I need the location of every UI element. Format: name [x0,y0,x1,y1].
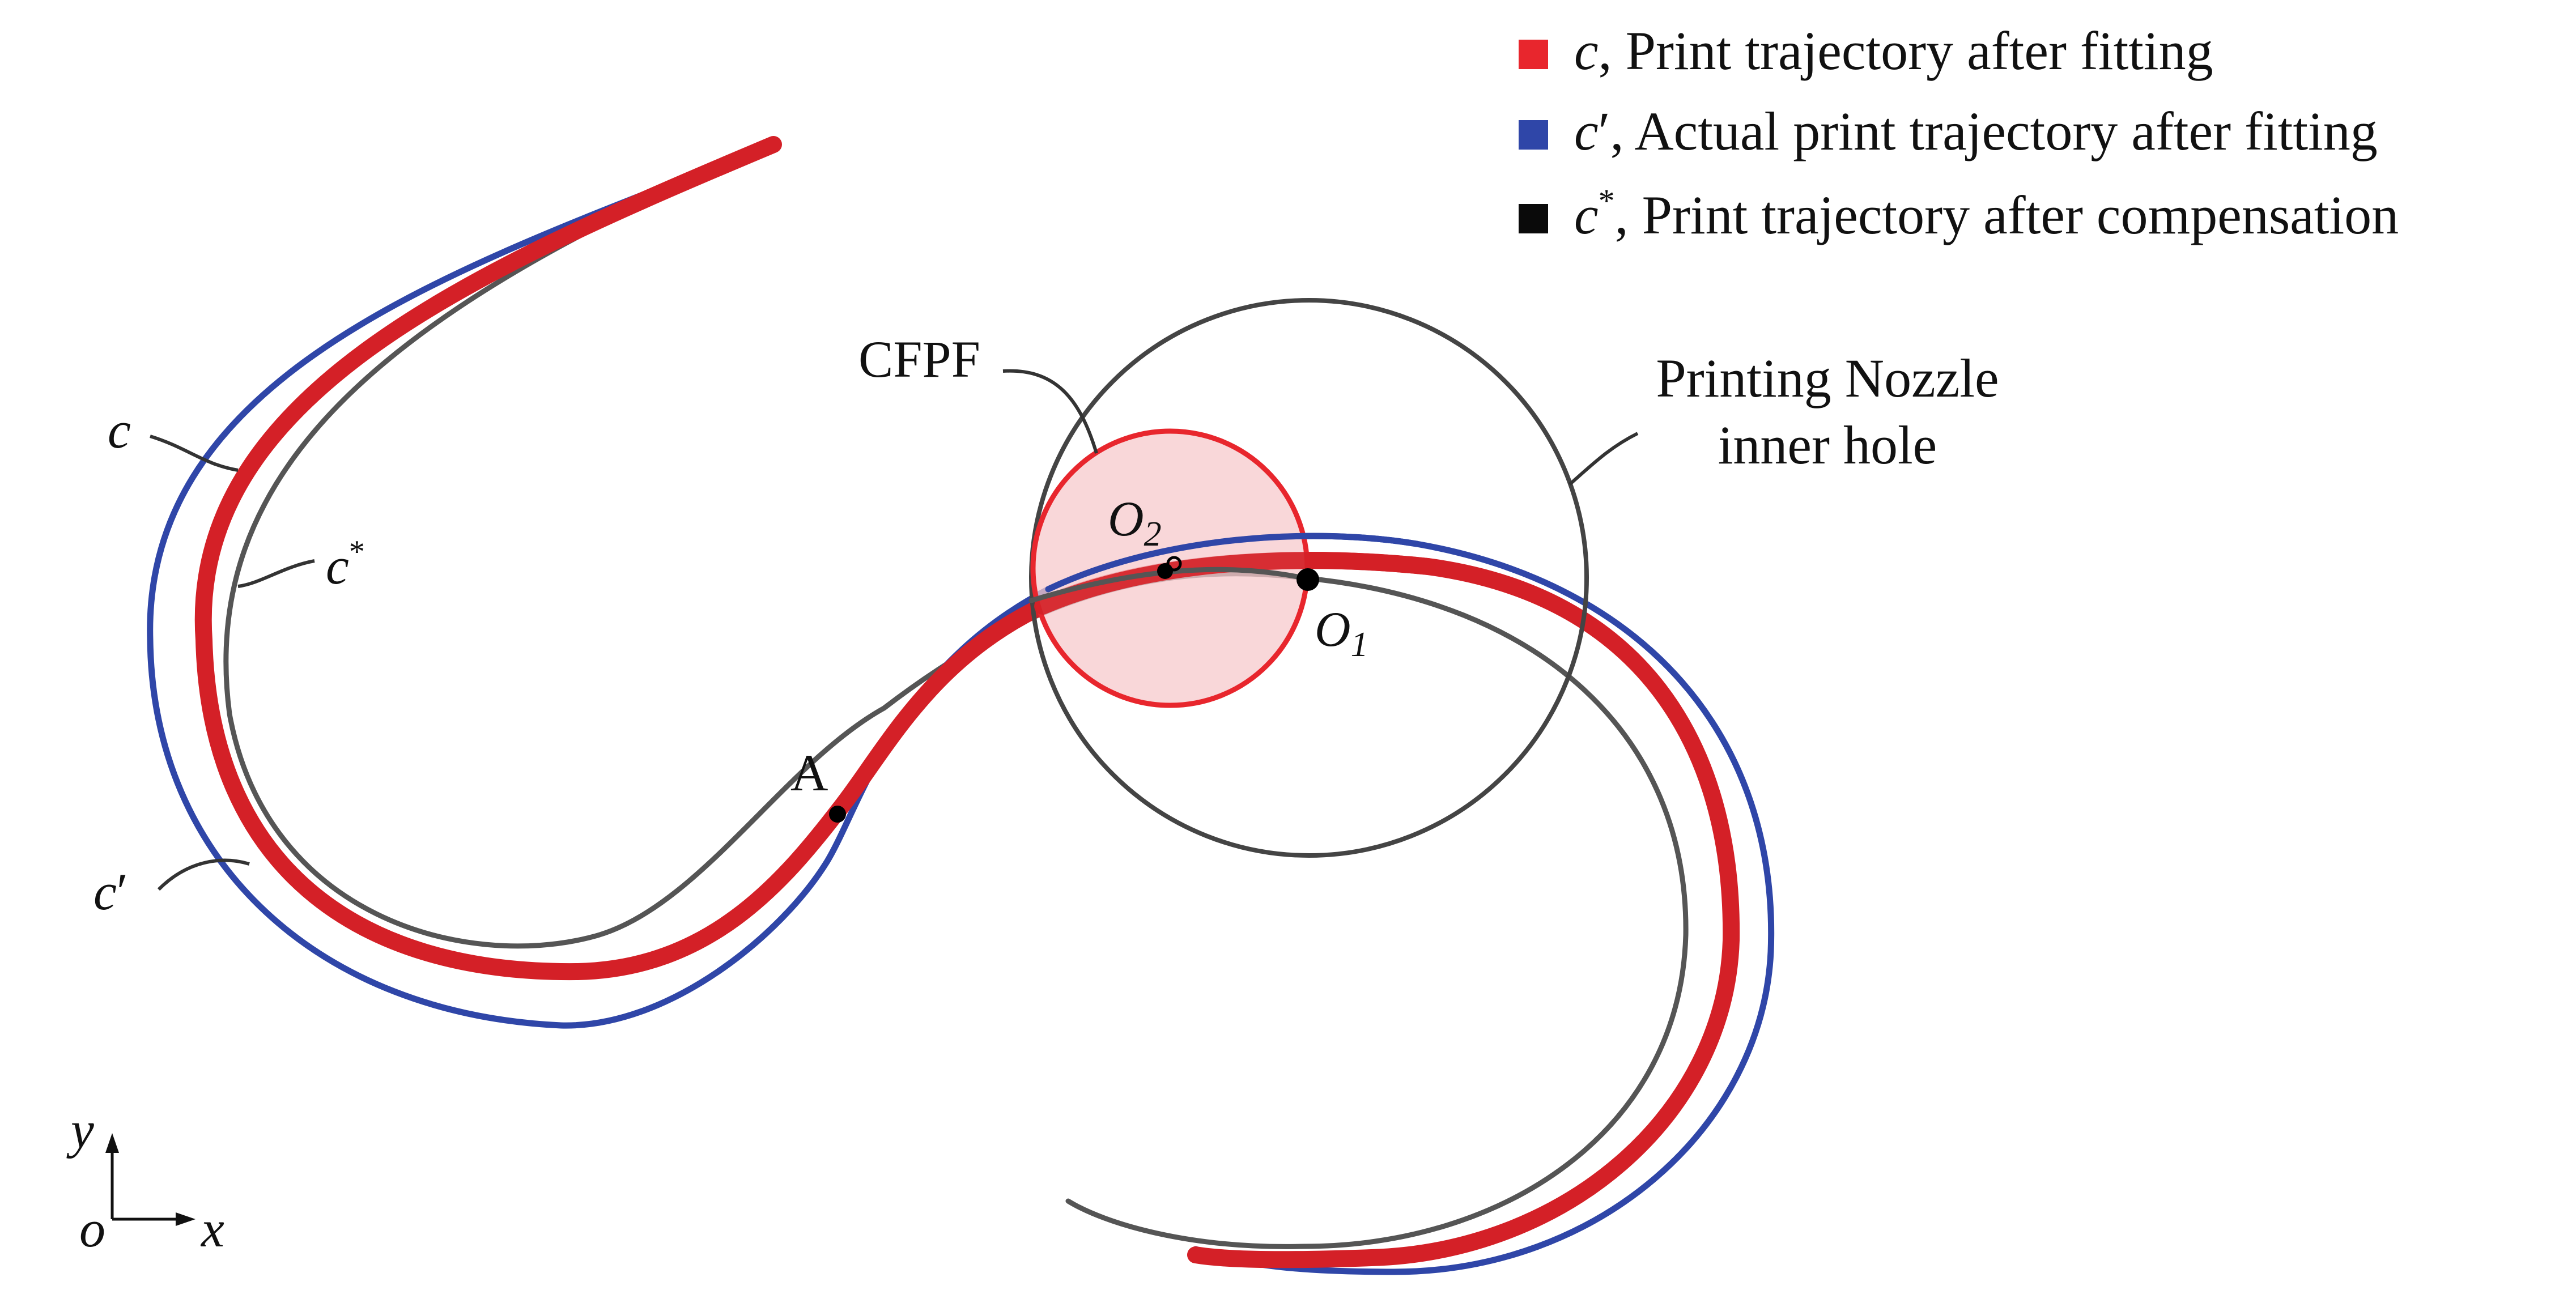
point-a-marker [829,806,846,823]
legend: c, Print trajectory after fitting c′, Ac… [1519,20,2399,245]
point-o1-marker [1296,568,1319,591]
leader-cfpf [1002,369,1098,454]
axes-indicator: y x o [66,1101,224,1258]
y-axis-arrowhead [105,1133,119,1153]
label-cfpf: CFPF [858,330,980,388]
point-o2-marker [1157,563,1173,579]
label-o2: O2 [1108,492,1162,554]
curve-c-inside-cfpf [1034,552,1436,615]
label-nozzle-line2: inner hole [1718,415,1937,475]
label-curve-c-prime: c′ [93,863,128,921]
legend-swatch-black [1519,204,1548,233]
curve-c-star [223,149,1689,1249]
x-axis-arrowhead [176,1212,195,1226]
legend-item-1: c, Print trajectory after fitting [1574,20,2213,81]
x-axis-label: x [200,1200,224,1258]
curve-c-prime-inside-cfpf [1045,533,1420,593]
leader-c-star [237,559,315,588]
legend-item-2: c′, Actual print trajectory after fittin… [1574,101,2378,161]
label-curve-c-star: c* [326,534,365,595]
label-curve-c: c [108,401,131,459]
label-o1: O1 [1315,602,1368,664]
leader-nozzle [1568,432,1639,486]
point-o2-small-ring [1166,556,1182,572]
legend-item-3: c*, Print trajectory after compensation [1574,182,2399,245]
curve-c [194,136,1740,1268]
label-nozzle-line1: Printing Nozzle [1656,348,1999,408]
leader-c-prime [157,858,250,891]
legend-swatch-red [1519,40,1548,69]
legend-swatch-blue [1519,120,1548,150]
origin-label: o [79,1200,105,1258]
y-axis-label: y [66,1101,94,1159]
curve-c-star-inside-cfpf [1028,567,1306,603]
label-point-a: A [790,744,828,802]
curve-c-prime [147,141,1775,1275]
leader-c [150,435,239,472]
